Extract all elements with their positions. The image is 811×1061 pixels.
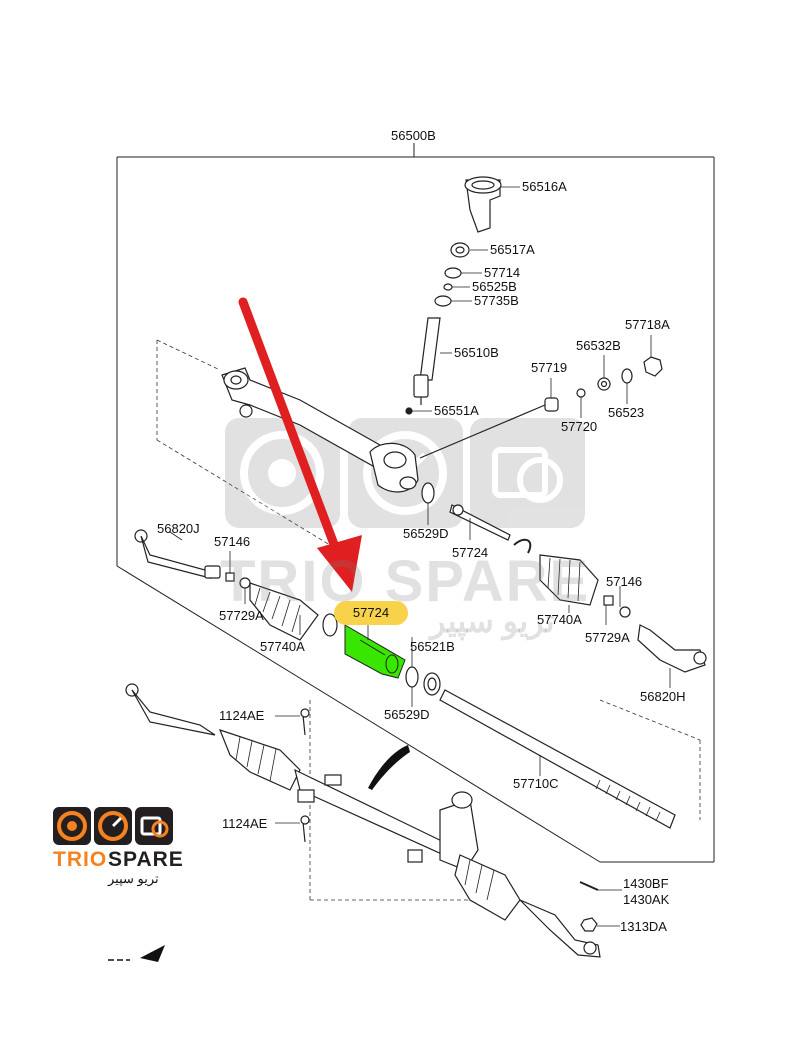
label-56529D-bottom: 56529D <box>384 707 430 722</box>
label-56517A: 56517A <box>490 242 535 257</box>
logo-brand-part2: SPARE <box>108 848 184 871</box>
label-1124AE-top: 1124AE <box>219 708 265 723</box>
left-tie-rod-parts <box>134 529 319 641</box>
leader-lines <box>169 186 671 927</box>
label-1430AK: 1430AK <box>623 892 670 907</box>
label-assembly: 56500B <box>391 128 436 143</box>
label-1124AE-bottom: 1124AE <box>222 816 268 831</box>
label-57710C: 57710C <box>513 776 559 791</box>
label-1313DA: 1313DA <box>620 919 667 934</box>
watermark-brand-ar: تریو سپیر <box>430 603 555 639</box>
label-57718A: 57718A <box>625 317 670 332</box>
trio-spare-logo-icons <box>53 807 173 845</box>
highlighted-part-57724 <box>344 624 406 679</box>
label-56551A: 56551A <box>434 403 479 418</box>
label-56516A: 56516A <box>522 179 567 194</box>
label-56525B: 56525B <box>472 279 517 294</box>
label-57146-right: 57146 <box>606 574 643 589</box>
label-56820H: 56820H <box>640 689 686 704</box>
red-pointer-arrow <box>238 297 362 592</box>
label-56521B: 56521B <box>410 639 455 654</box>
highlighted-part-outline <box>359 639 399 674</box>
right-tie-rod-parts <box>539 554 707 673</box>
label-1430BF: 1430BF <box>623 876 669 891</box>
lower-assembly <box>125 683 601 958</box>
logo-brand-part1: TRIO <box>53 848 108 871</box>
label-57719: 57719 <box>531 360 568 375</box>
upper-rack-housing <box>221 367 435 504</box>
label-57729A-right: 57729A <box>585 630 630 645</box>
label-56523: 56523 <box>608 405 645 420</box>
label-56510B: 56510B <box>454 345 499 360</box>
curve-indicator <box>368 745 410 790</box>
logo-brand-ar: تریو سپیر <box>108 871 159 886</box>
highlight-label-57724: 57724 <box>334 601 408 625</box>
label-57720: 57720 <box>561 419 598 434</box>
pinion-parts <box>405 176 502 415</box>
rack-bar <box>439 689 676 829</box>
label-57740A-right: 57740A <box>537 612 582 627</box>
label-57735B: 57735B <box>474 293 519 308</box>
label-56529D-top: 56529D <box>403 526 449 541</box>
label-56532B: 56532B <box>576 338 621 353</box>
center-inner-parts <box>322 504 532 696</box>
assembly-frame <box>116 143 715 863</box>
label-57729A-left: 57729A <box>219 608 264 623</box>
label-57146-left: 57146 <box>214 534 251 549</box>
page-corner-arrow <box>108 945 165 962</box>
label-56820J: 56820J <box>157 521 200 536</box>
label-57714: 57714 <box>484 265 521 280</box>
label-57724-top: 57724 <box>452 545 489 560</box>
label-57740A-left: 57740A <box>260 639 305 654</box>
